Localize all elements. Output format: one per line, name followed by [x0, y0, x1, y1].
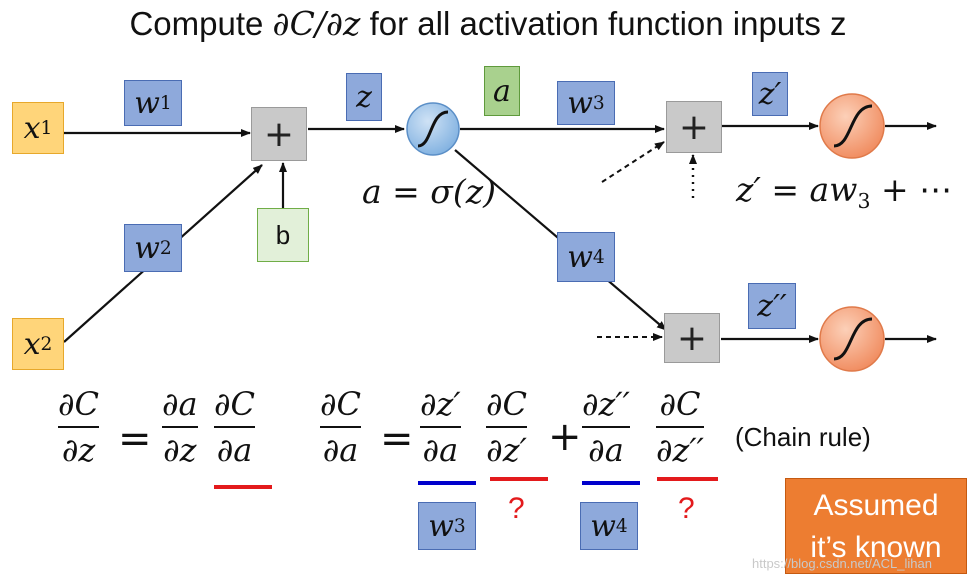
title-suffix: for all activation function inputs z [360, 5, 847, 42]
eq-right-factor-dz1-da: ∂z′∂a [420, 385, 461, 469]
eq-left-factor-da-dz: ∂a∂z [162, 385, 198, 469]
eq-right-factor-dc-dz1: ∂C∂z′ [486, 385, 528, 469]
assumed-line-1: Assumed [813, 489, 939, 522]
label-a: a [484, 66, 520, 116]
eq-right-lhs-fraction: ∂C∂a [320, 385, 362, 469]
eq-left-factor-dc-da: ∂C∂a [214, 385, 256, 469]
label-z-prime-equation: z′ = aw3 + ⋯ [736, 170, 953, 214]
neuron-sigmoid-orange-top-icon [819, 93, 885, 159]
assumed-known-callout: Assumed it’s known [785, 478, 967, 574]
sum-node-bottom: + [664, 313, 720, 363]
chain-rule-label: (Chain rule) [735, 422, 871, 452]
label-z: z [346, 73, 382, 121]
label-a-equals-sigma-z: a = σ(z) [362, 172, 496, 211]
title-prefix: Compute [129, 5, 273, 42]
slide-title: Compute ∂C/∂z for all activation functio… [0, 4, 976, 43]
label-z-prime: z′ [752, 72, 788, 116]
assumed-line-2: it’s known [810, 531, 942, 564]
edge-dashed-top-left [601, 141, 665, 183]
eq-left-lhs-fraction: ∂C∂z [58, 385, 100, 469]
eq-right-plus: + [548, 414, 582, 460]
watermark: https://blog.csdn.net/ACL_lihan [752, 556, 932, 571]
eq-left-equals: = [118, 416, 152, 462]
eq-right-factor-dc-dz2: ∂C∂z′′ [656, 385, 704, 469]
eq-right-equals: = [380, 416, 414, 462]
sum-node-first: + [251, 107, 307, 161]
question-mark-dz1: ? [508, 492, 525, 525]
sum-node-top: + [666, 101, 722, 153]
neuron-sigmoid-orange-bottom-icon [819, 306, 885, 372]
eq-right-factor-dz2-da: ∂z′′∂a [582, 385, 630, 469]
title-math: ∂C/∂z [272, 4, 361, 43]
label-z-double-prime: z′′ [748, 283, 796, 329]
bias-b: b [257, 208, 309, 262]
neuron-sigmoid-blue-icon [406, 102, 460, 156]
question-mark-dz2: ? [678, 492, 695, 525]
